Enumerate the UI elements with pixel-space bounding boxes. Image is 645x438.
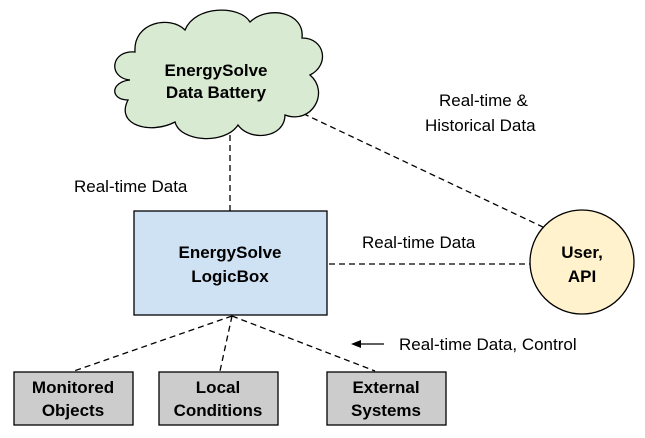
edge-label-sources-logicbox: Real-time Data, Control (399, 335, 577, 354)
local-label-line2: Conditions (174, 401, 263, 420)
external-label-line1: External (352, 378, 419, 397)
cloud-shape (114, 9, 324, 140)
monitored-label-line1: Monitored (32, 378, 114, 397)
external-label-line2: Systems (351, 401, 421, 420)
edge-logicbox-monitored (73, 315, 233, 372)
edge-label-cloud-user-line2: Historical Data (425, 116, 536, 135)
monitored-objects-node: Monitored Objects (13, 371, 134, 426)
left-arrow-icon (351, 340, 384, 348)
local-label-line1: Local (196, 378, 240, 397)
cloud-label-line2: Data Battery (166, 83, 267, 102)
logicbox-label-line2: LogicBox (191, 267, 269, 286)
data-battery-cloud: EnergySolve Data Battery (114, 9, 324, 140)
user-api-node: User, API (529, 209, 635, 315)
edge-logicbox-external (231, 315, 376, 372)
edge-logicbox-local (219, 315, 233, 372)
logicbox-node: EnergySolve LogicBox (133, 210, 328, 316)
edge-label-cloud-user-line1: Real-time & (439, 91, 528, 110)
local-conditions-node: Local Conditions (158, 371, 279, 426)
cloud-label-line1: EnergySolve (165, 61, 268, 80)
edge-label-logicbox-user: Real-time Data (362, 233, 476, 252)
edge-label-cloud-logicbox: Real-time Data (74, 177, 188, 196)
user-label-line1: User, (561, 243, 603, 262)
user-label-line2: API (568, 267, 596, 286)
external-systems-node: External Systems (326, 371, 447, 426)
logicbox-label-line1: EnergySolve (179, 243, 282, 262)
monitored-label-line2: Objects (42, 401, 104, 420)
connectors (73, 104, 546, 372)
edge-cloud-user (284, 104, 546, 229)
